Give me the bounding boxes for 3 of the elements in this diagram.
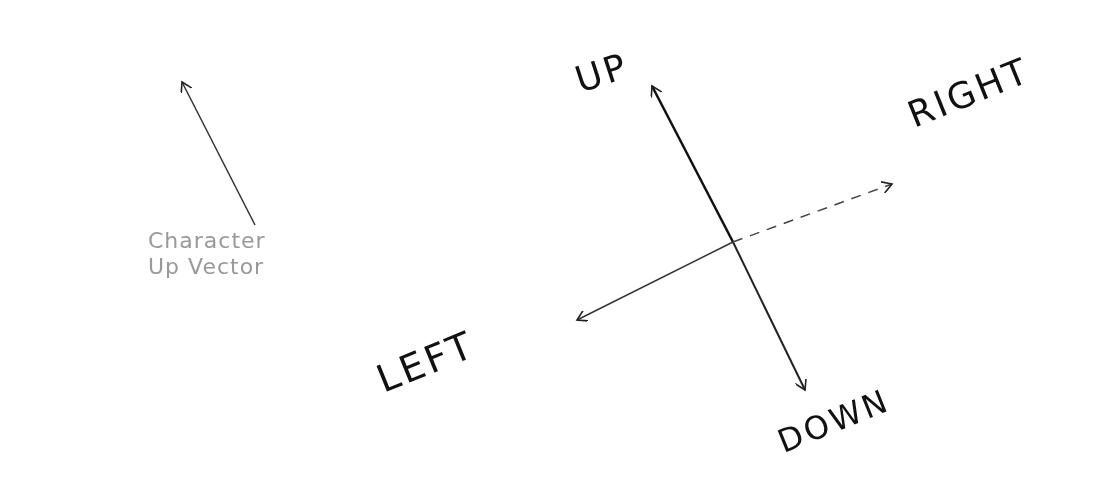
direction-label: LEFT [370,322,482,402]
direction-label: UP [570,44,635,101]
caption-text: Character Up Vector [148,228,267,281]
